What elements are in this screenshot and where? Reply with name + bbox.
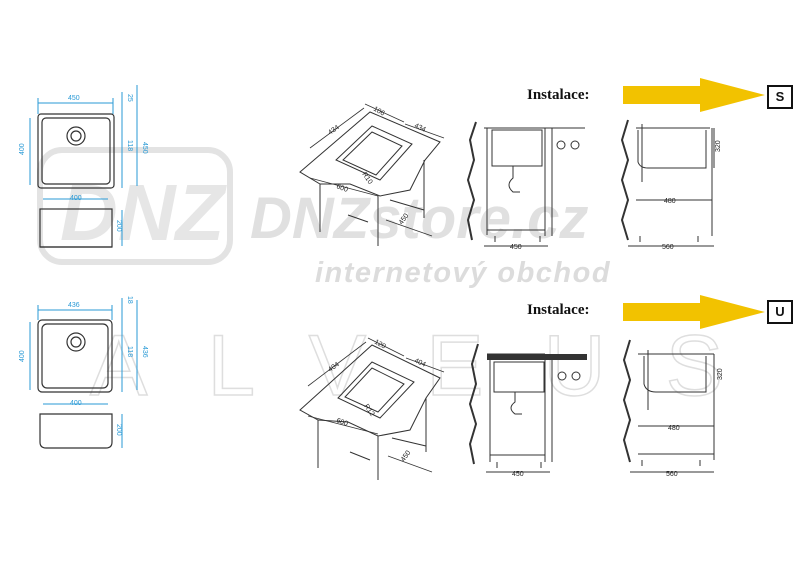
s-top-offset: 25 bbox=[126, 94, 133, 102]
u-arrow bbox=[623, 295, 765, 329]
u-inner-height: 400 bbox=[19, 350, 26, 362]
s-top-width: 450 bbox=[68, 95, 80, 102]
u-iso-b: 120 bbox=[373, 339, 387, 351]
s-side-depth: 200 bbox=[115, 220, 122, 232]
s-side-height: 320 bbox=[715, 140, 722, 152]
u-top-offset: 18 bbox=[126, 296, 133, 304]
watermark-tagline: internetový obchod bbox=[315, 257, 611, 289]
s-drain-offset: 118 bbox=[126, 140, 133, 151]
u-iso-width: 600 bbox=[335, 417, 348, 428]
watermark-brand: ALVEUS bbox=[90, 318, 783, 414]
s-front-width: 450 bbox=[510, 244, 522, 251]
s-type-box: S bbox=[767, 85, 793, 109]
s-iso-c: 434 bbox=[413, 122, 427, 133]
u-type-box: U bbox=[767, 300, 793, 324]
watermark-logo-text: DNZ bbox=[60, 168, 228, 257]
u-install-label: Instalace: bbox=[527, 302, 590, 318]
s-iso-b: 106 bbox=[372, 106, 386, 118]
s-inner-height: 400 bbox=[19, 143, 26, 155]
watermark-logo-frame bbox=[37, 147, 233, 265]
u-height-total: 436 bbox=[141, 346, 148, 358]
s-side-inner: 480 bbox=[664, 198, 676, 205]
u-front-width: 450 bbox=[512, 471, 524, 478]
u-top-width: 436 bbox=[68, 302, 80, 309]
s-iso-width: 600 bbox=[335, 183, 348, 194]
s-install-label: Instalace: bbox=[527, 87, 590, 103]
u-side-width: 400 bbox=[70, 400, 82, 407]
u-side-total: 560 bbox=[666, 471, 678, 478]
u-side-depth: 200 bbox=[115, 424, 122, 436]
s-arrow bbox=[623, 78, 765, 112]
watermark-site: DNZstore.cz bbox=[250, 186, 588, 251]
u-iso-depth: 450 bbox=[400, 449, 412, 463]
s-side-total: 560 bbox=[662, 244, 674, 251]
s-side-width: 400 bbox=[70, 195, 82, 202]
u-side-height: 320 bbox=[717, 368, 724, 380]
u-iso-c: 404 bbox=[413, 357, 427, 368]
s-height-total: 450 bbox=[141, 142, 148, 154]
u-drain-offset: 118 bbox=[126, 346, 133, 357]
u-side-inner: 480 bbox=[668, 425, 680, 432]
